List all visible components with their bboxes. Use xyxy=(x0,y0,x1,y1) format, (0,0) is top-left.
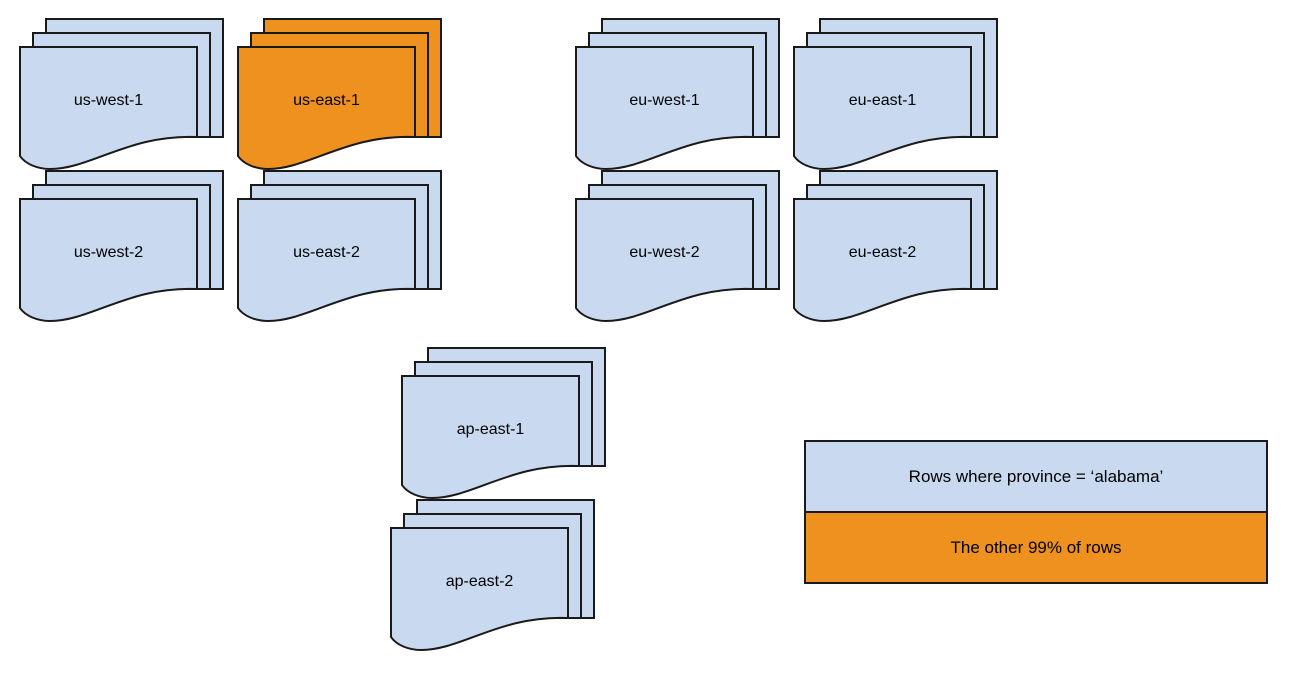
doc-stack-us-west-1[interactable]: us-west-1 xyxy=(19,18,226,171)
legend: Rows where province = ‘alabama’ The other… xyxy=(804,440,1268,584)
doc-stack-shape-ap-east-2 xyxy=(390,499,595,652)
doc-sheet-front xyxy=(390,527,569,652)
doc-stack-shape-us-east-2 xyxy=(237,170,442,323)
doc-sheet-front xyxy=(793,198,972,323)
legend-label-legend-orange: The other 99% of rows xyxy=(950,537,1122,557)
legend-row-legend-blue: Rows where province = ‘alabama’ xyxy=(806,442,1266,513)
doc-stack-shape-eu-east-1 xyxy=(793,18,998,171)
doc-sheet-front xyxy=(237,198,416,323)
doc-stack-eu-west-1[interactable]: eu-west-1 xyxy=(575,18,782,171)
doc-stack-shape-eu-west-1 xyxy=(575,18,780,171)
doc-stack-ap-east-2[interactable]: ap-east-2 xyxy=(390,499,597,652)
doc-stack-shape-eu-east-2 xyxy=(793,170,998,323)
doc-stack-us-east-2[interactable]: us-east-2 xyxy=(237,170,444,323)
doc-sheet-front xyxy=(19,46,198,171)
doc-stack-us-west-2[interactable]: us-west-2 xyxy=(19,170,226,323)
doc-stack-shape-ap-east-1 xyxy=(401,347,606,500)
doc-stack-eu-west-2[interactable]: eu-west-2 xyxy=(575,170,782,323)
doc-sheet-front xyxy=(575,46,754,171)
doc-stack-shape-us-east-1 xyxy=(237,18,442,171)
doc-stack-shape-us-west-1 xyxy=(19,18,224,171)
doc-sheet-front xyxy=(237,46,416,171)
doc-stack-eu-east-1[interactable]: eu-east-1 xyxy=(793,18,1000,171)
legend-label-legend-blue: Rows where province = ‘alabama’ xyxy=(908,466,1164,486)
doc-sheet-front xyxy=(575,198,754,323)
doc-stack-shape-us-west-2 xyxy=(19,170,224,323)
doc-stack-shape-eu-west-2 xyxy=(575,170,780,323)
doc-stack-us-east-1[interactable]: us-east-1 xyxy=(237,18,444,171)
doc-stack-eu-east-2[interactable]: eu-east-2 xyxy=(793,170,1000,323)
doc-sheet-front xyxy=(401,375,580,500)
legend-row-legend-orange: The other 99% of rows xyxy=(806,513,1266,582)
doc-sheet-front xyxy=(793,46,972,171)
doc-stack-ap-east-1[interactable]: ap-east-1 xyxy=(401,347,608,500)
doc-sheet-front xyxy=(19,198,198,323)
